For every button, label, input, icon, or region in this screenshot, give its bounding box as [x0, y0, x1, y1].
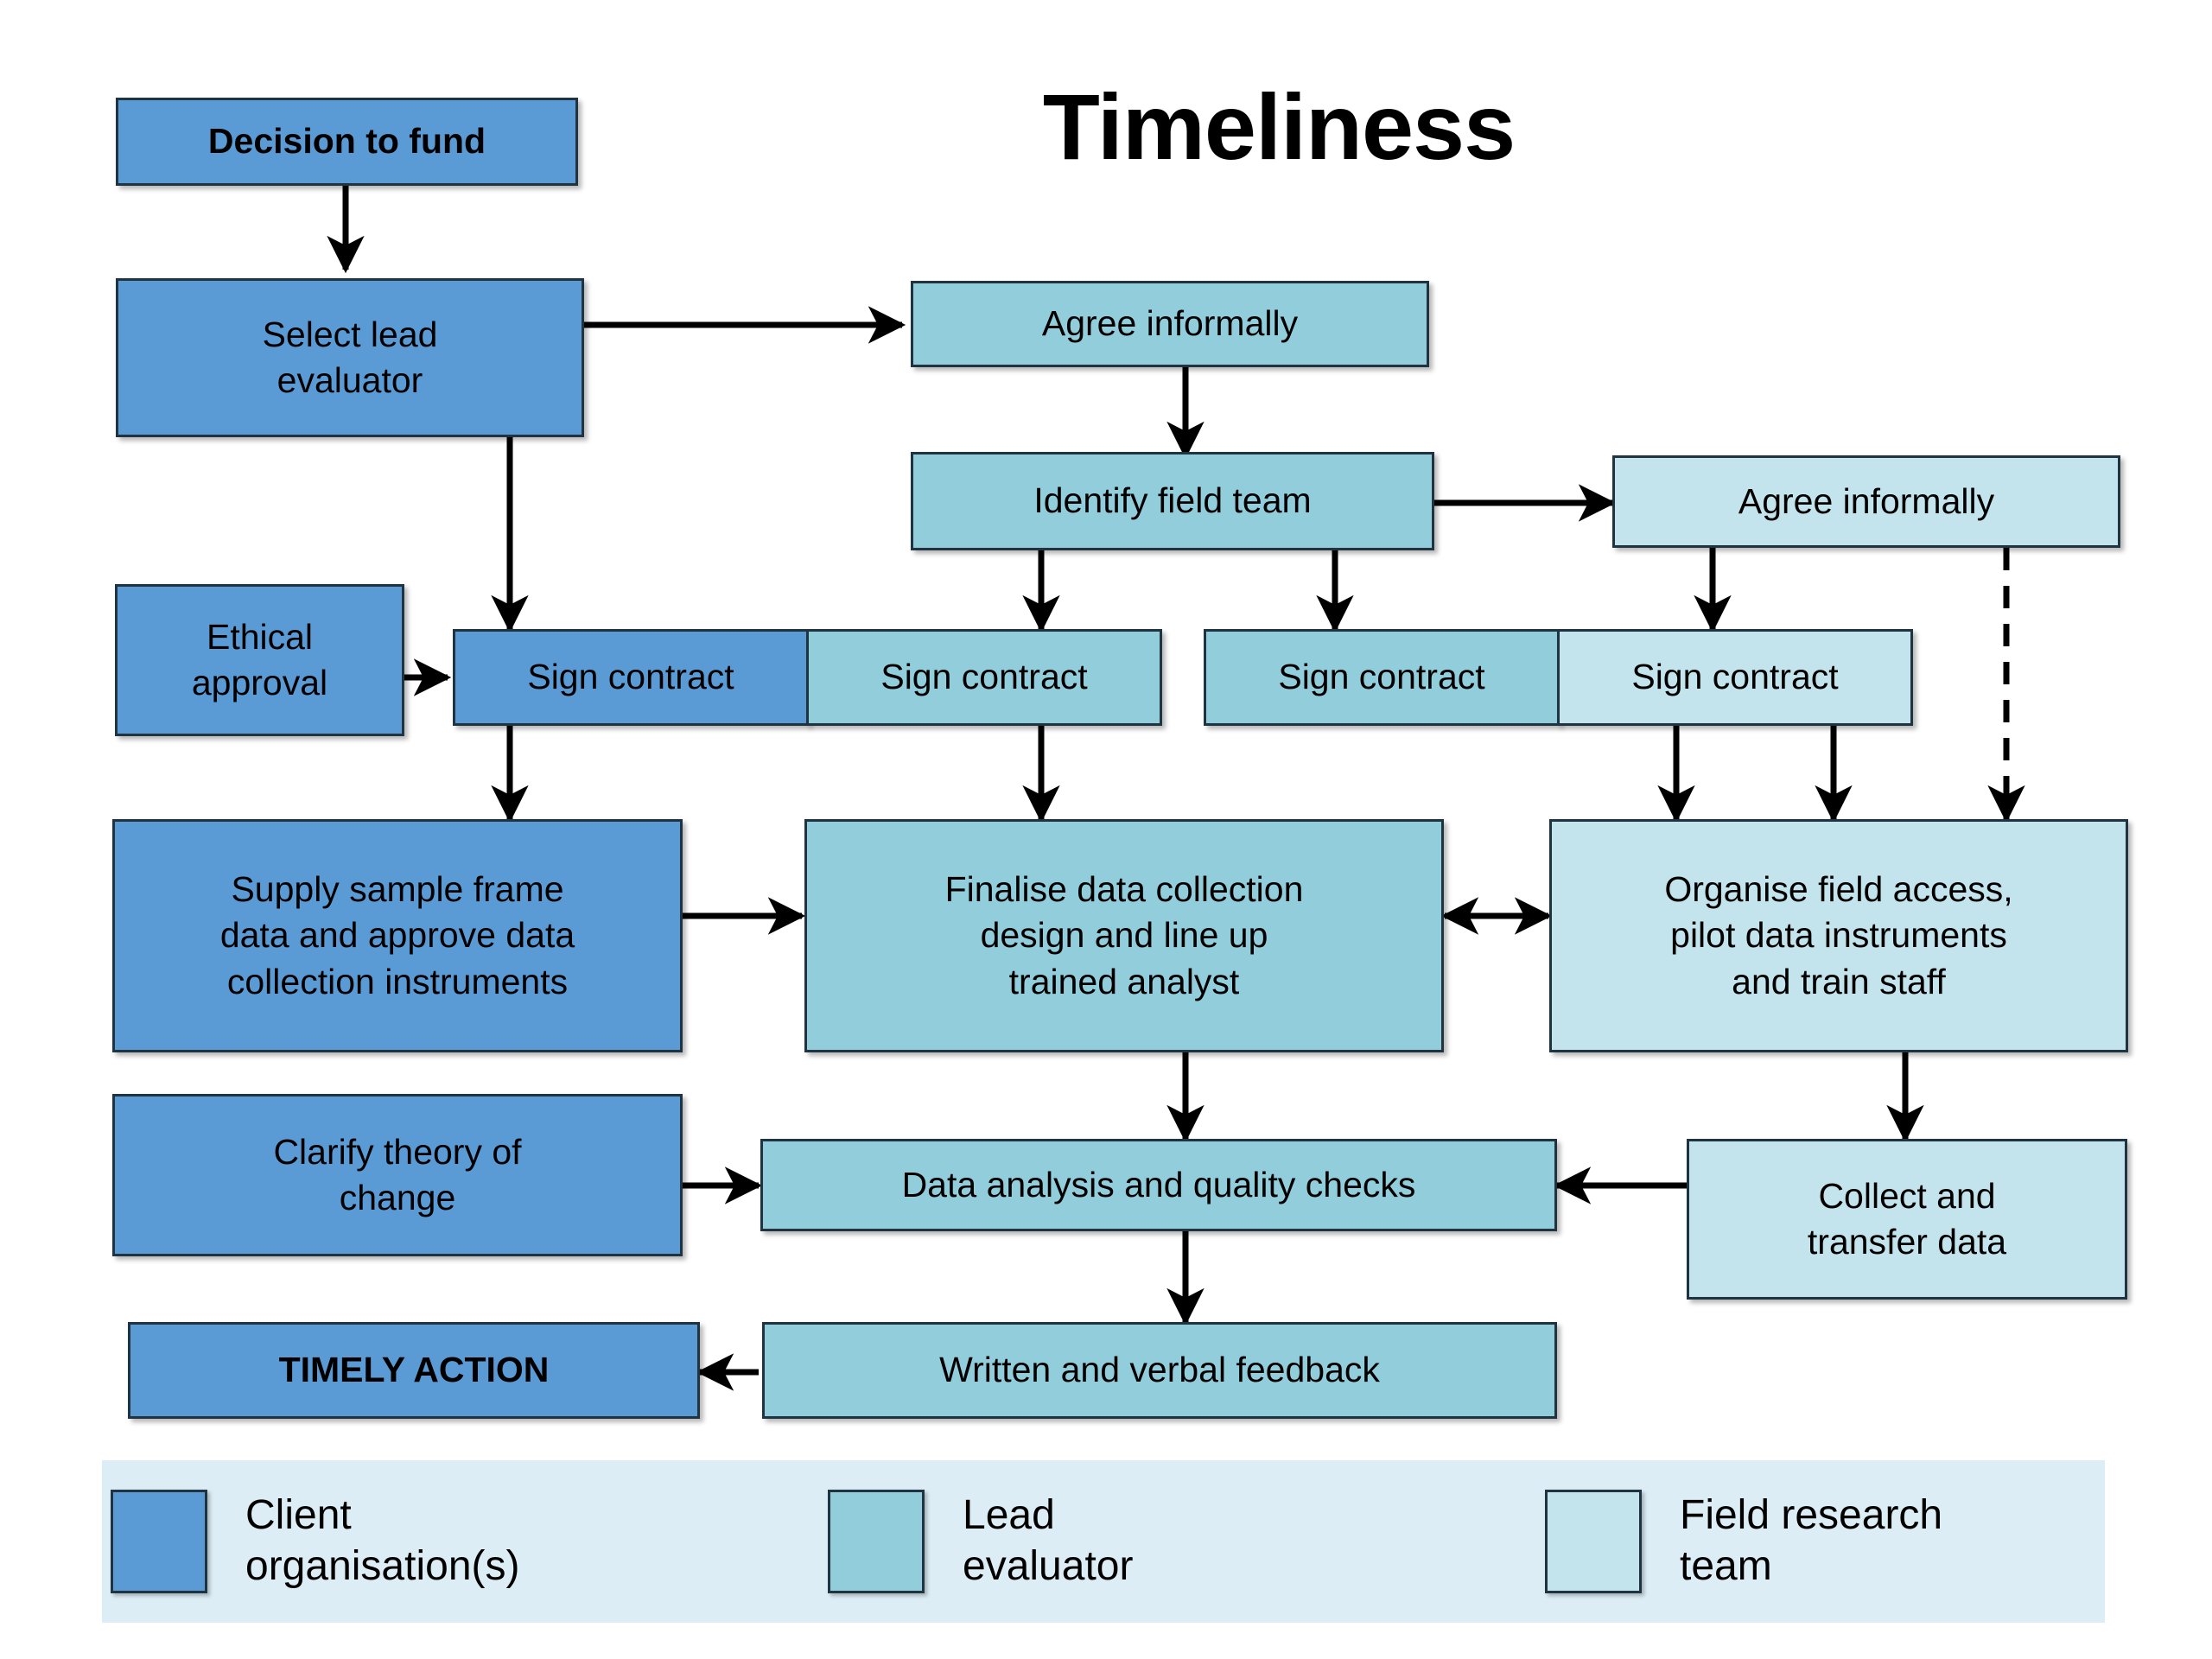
- node-label: Finalise data collection design and line…: [944, 869, 1304, 1001]
- node-clarify-theory-of-change[interactable]: Clarify theory of change: [112, 1094, 683, 1256]
- node-agree-informally-1[interactable]: Agree informally: [911, 281, 1429, 367]
- node-label: Sign contract: [527, 657, 734, 697]
- legend-item-client-organisation: Client organisation(s): [111, 1490, 828, 1593]
- node-label: Collect and transfer data: [1807, 1175, 2007, 1262]
- page-title: Timeliness: [1042, 74, 1516, 179]
- node-label: Sign contract: [1278, 657, 1485, 697]
- node-ethical-approval[interactable]: Ethical approval: [115, 584, 404, 736]
- node-label: Select lead evaluator: [262, 314, 438, 400]
- node-label: Identify field team: [1033, 480, 1312, 521]
- node-label: Organise field access, pilot data instru…: [1664, 869, 2013, 1001]
- legend-label-field-research-team: Field research team: [1680, 1492, 1943, 1589]
- legend-label-client-organisation: Client organisation(s): [245, 1492, 520, 1589]
- node-agree-informally-2[interactable]: Agree informally: [1612, 455, 2120, 548]
- legend-swatch-lead-evaluator: [828, 1490, 925, 1593]
- node-identify-field-team[interactable]: Identify field team: [911, 452, 1434, 550]
- node-sign-contract-1[interactable]: Sign contract: [453, 629, 809, 726]
- node-label: Data analysis and quality checks: [901, 1164, 1416, 1205]
- legend-swatch-field-research-team: [1545, 1490, 1642, 1593]
- node-organise-field-access[interactable]: Organise field access, pilot data instru…: [1549, 819, 2128, 1052]
- legend-item-lead-evaluator: Lead evaluator: [828, 1490, 1545, 1593]
- node-label: Clarify theory of change: [273, 1131, 522, 1217]
- node-label: TIMELY ACTION: [278, 1350, 550, 1390]
- node-label: Agree informally: [1738, 480, 1995, 521]
- node-label: Decision to fund: [207, 121, 486, 162]
- node-label: Agree informally: [1041, 303, 1299, 344]
- legend-label-lead-evaluator: Lead evaluator: [963, 1492, 1134, 1589]
- node-finalise-data-collection[interactable]: Finalise data collection design and line…: [804, 819, 1444, 1052]
- node-data-analysis[interactable]: Data analysis and quality checks: [760, 1139, 1557, 1231]
- node-label: Ethical approval: [191, 616, 328, 702]
- node-label: Supply sample frame data and approve dat…: [219, 869, 575, 1001]
- node-timely-action[interactable]: TIMELY ACTION: [128, 1322, 700, 1419]
- legend-item-field-research-team: Field research team: [1545, 1490, 2081, 1593]
- node-sign-contract-2[interactable]: Sign contract: [806, 629, 1162, 726]
- node-label: Sign contract: [1631, 657, 1839, 697]
- node-collect-and-transfer-data[interactable]: Collect and transfer data: [1687, 1139, 2127, 1300]
- legend-swatch-client-organisation: [111, 1490, 207, 1593]
- node-label: Sign contract: [880, 657, 1088, 697]
- node-decision-to-fund[interactable]: Decision to fund: [116, 98, 578, 186]
- node-sign-contract-4[interactable]: Sign contract: [1557, 629, 1913, 726]
- node-sign-contract-3[interactable]: Sign contract: [1204, 629, 1560, 726]
- node-written-and-verbal-feedback[interactable]: Written and verbal feedback: [762, 1322, 1557, 1419]
- node-supply-sample-frame[interactable]: Supply sample frame data and approve dat…: [112, 819, 683, 1052]
- node-label: Written and verbal feedback: [939, 1350, 1380, 1390]
- legend: Client organisation(s) Lead evaluator Fi…: [102, 1460, 2105, 1623]
- node-select-lead-evaluator[interactable]: Select lead evaluator: [116, 278, 584, 437]
